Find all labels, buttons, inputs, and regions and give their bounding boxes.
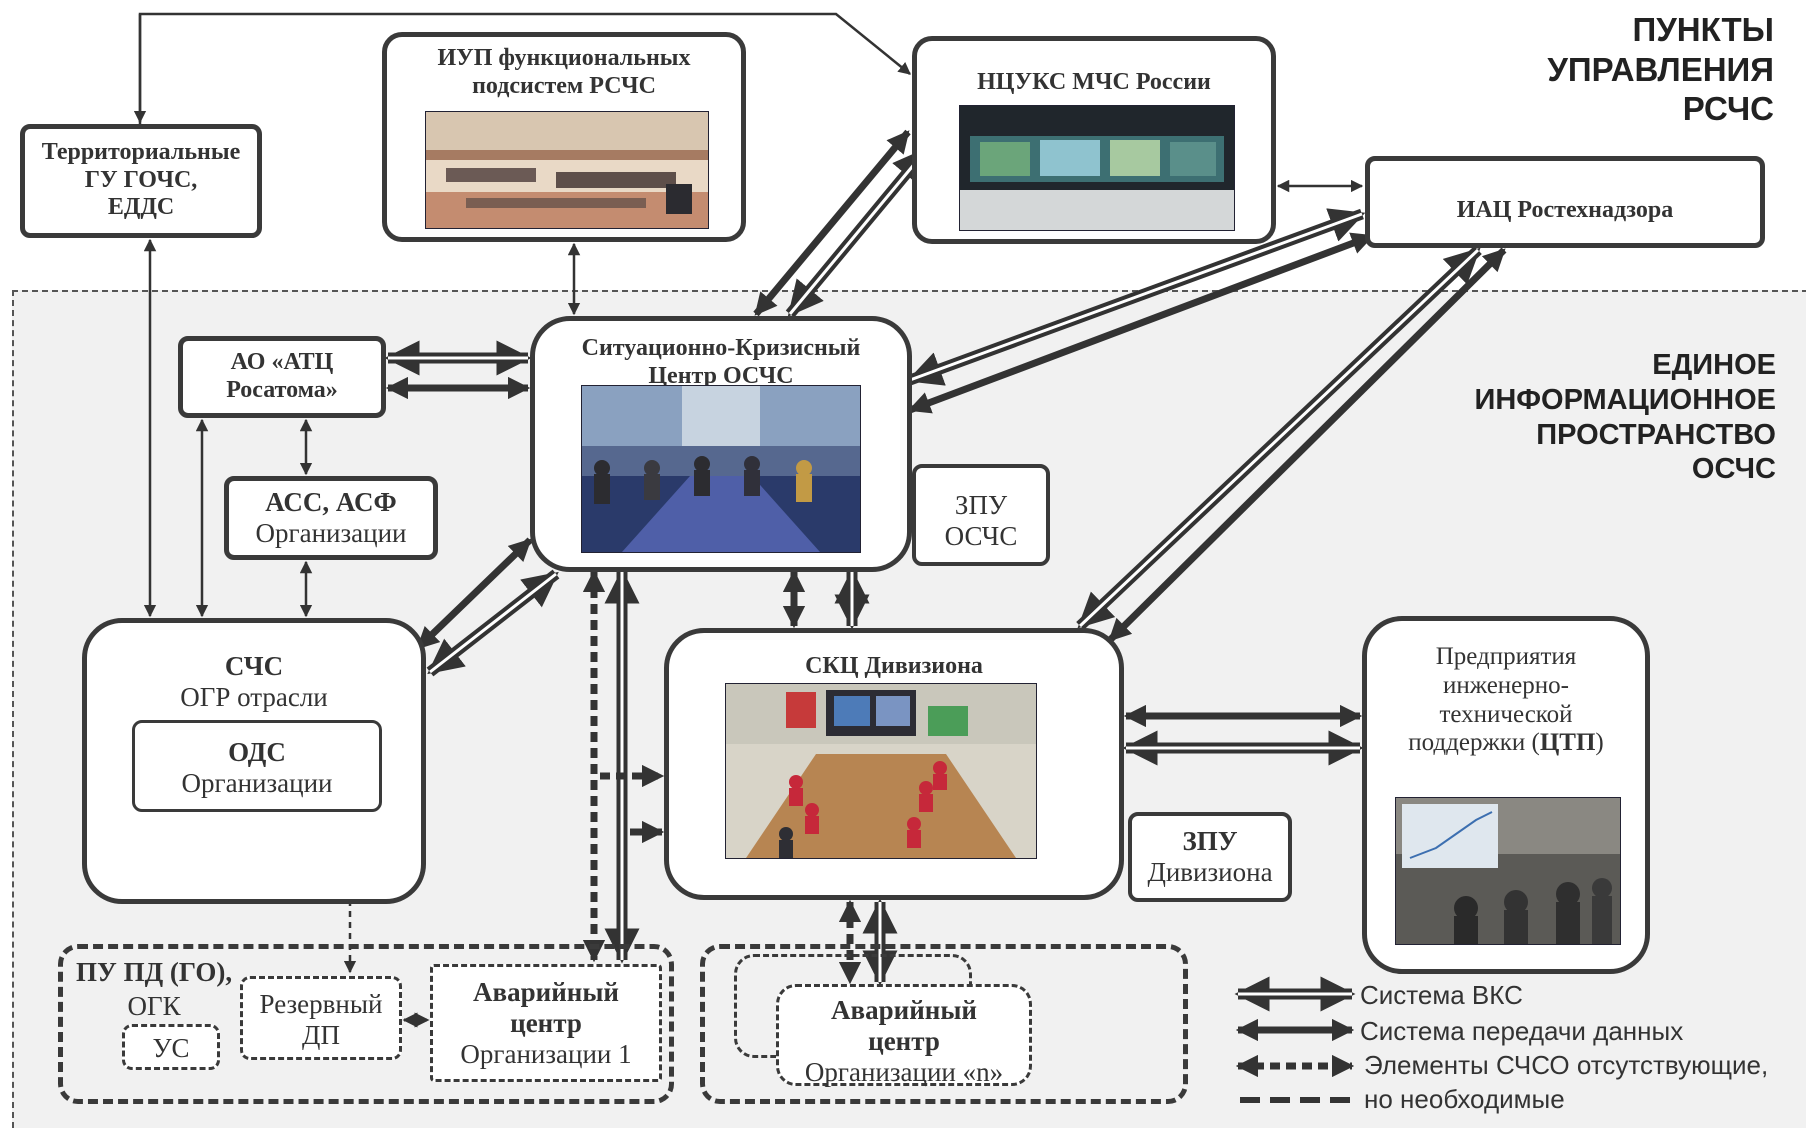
iup-functional-subsystems-node: ИУП функциональных подсистем РСЧС (382, 32, 746, 242)
ncuks-mchs-node: НЦУКС МЧС России (912, 36, 1276, 244)
emergency-center-n-group (700, 944, 1188, 1104)
ctp-photo (1395, 797, 1621, 945)
iup-photo (425, 111, 709, 229)
legend-missing-elements-label-2: но необходимые (1364, 1084, 1565, 1114)
reserve-dp-node: Резервный ДП (240, 976, 402, 1060)
ass-asf-organization-node: АСС, АСФ Организации (224, 476, 438, 560)
schs-skc-vks-link-inner (429, 572, 557, 674)
iac-rostekhnadzor-node: ИАЦ Ростехнадзора (1365, 156, 1765, 248)
legend-vks-label: Система ВКС (1360, 980, 1523, 1010)
division-iac-vks-link-inner (1078, 248, 1480, 628)
us-node: УС (122, 1024, 220, 1070)
skc-ncuks-vks-link-inner (788, 149, 928, 315)
skc-osches-photo (581, 385, 861, 553)
ao-atc-rosatom-node: АО «АТЦ Росатома» (178, 336, 386, 418)
zpu-osches-node: ЗПУ ОСЧС (912, 464, 1050, 566)
division-iac-data-link (1107, 247, 1507, 643)
ods-organization-node: ОДС Организации (132, 720, 382, 812)
ctp-engineering-support-node: Предприятия инженерно- технической подде… (1362, 616, 1650, 974)
pu-pd-label: ПУ ПД (ГО), ОГК (76, 957, 233, 1021)
legend-data-transfer-label: Система передачи данных (1360, 1016, 1684, 1046)
emergency-center-n-node: Аварийный центр Организации «n» (776, 984, 1032, 1087)
skc-iac-data-link (907, 232, 1375, 414)
situation-crisis-center-osches-node: Ситуационно-Кризисный Центр ОСЧС (530, 316, 912, 572)
emergency-center-1-node: Аварийный центр Организации 1 (430, 964, 662, 1082)
skc-division-node: СКЦ Дивизиона (664, 628, 1124, 900)
rschs-control-points-header: ПУНКТЫ УПРАВЛЕНИЯ РСЧС (1547, 11, 1774, 128)
zpu-division-node: ЗПУ Дивизиона (1128, 812, 1292, 902)
ncuks-photo (959, 105, 1235, 231)
legend-missing-elements-label: Элементы СЧСО отсутствующие, (1364, 1050, 1769, 1080)
territorial-gu-gochs-node: Территориальные ГУ ГОЧС, ЕДДС (20, 124, 262, 238)
skc-ncuks-data-link (753, 129, 911, 317)
pu-pd-group (58, 944, 674, 1104)
skc-division-photo (725, 683, 1037, 859)
osches-info-space-header: ЕДИНОЕ ИНФОРМАЦИОННОЕ ПРОСТРАНСТВО ОСЧС (1474, 349, 1776, 486)
